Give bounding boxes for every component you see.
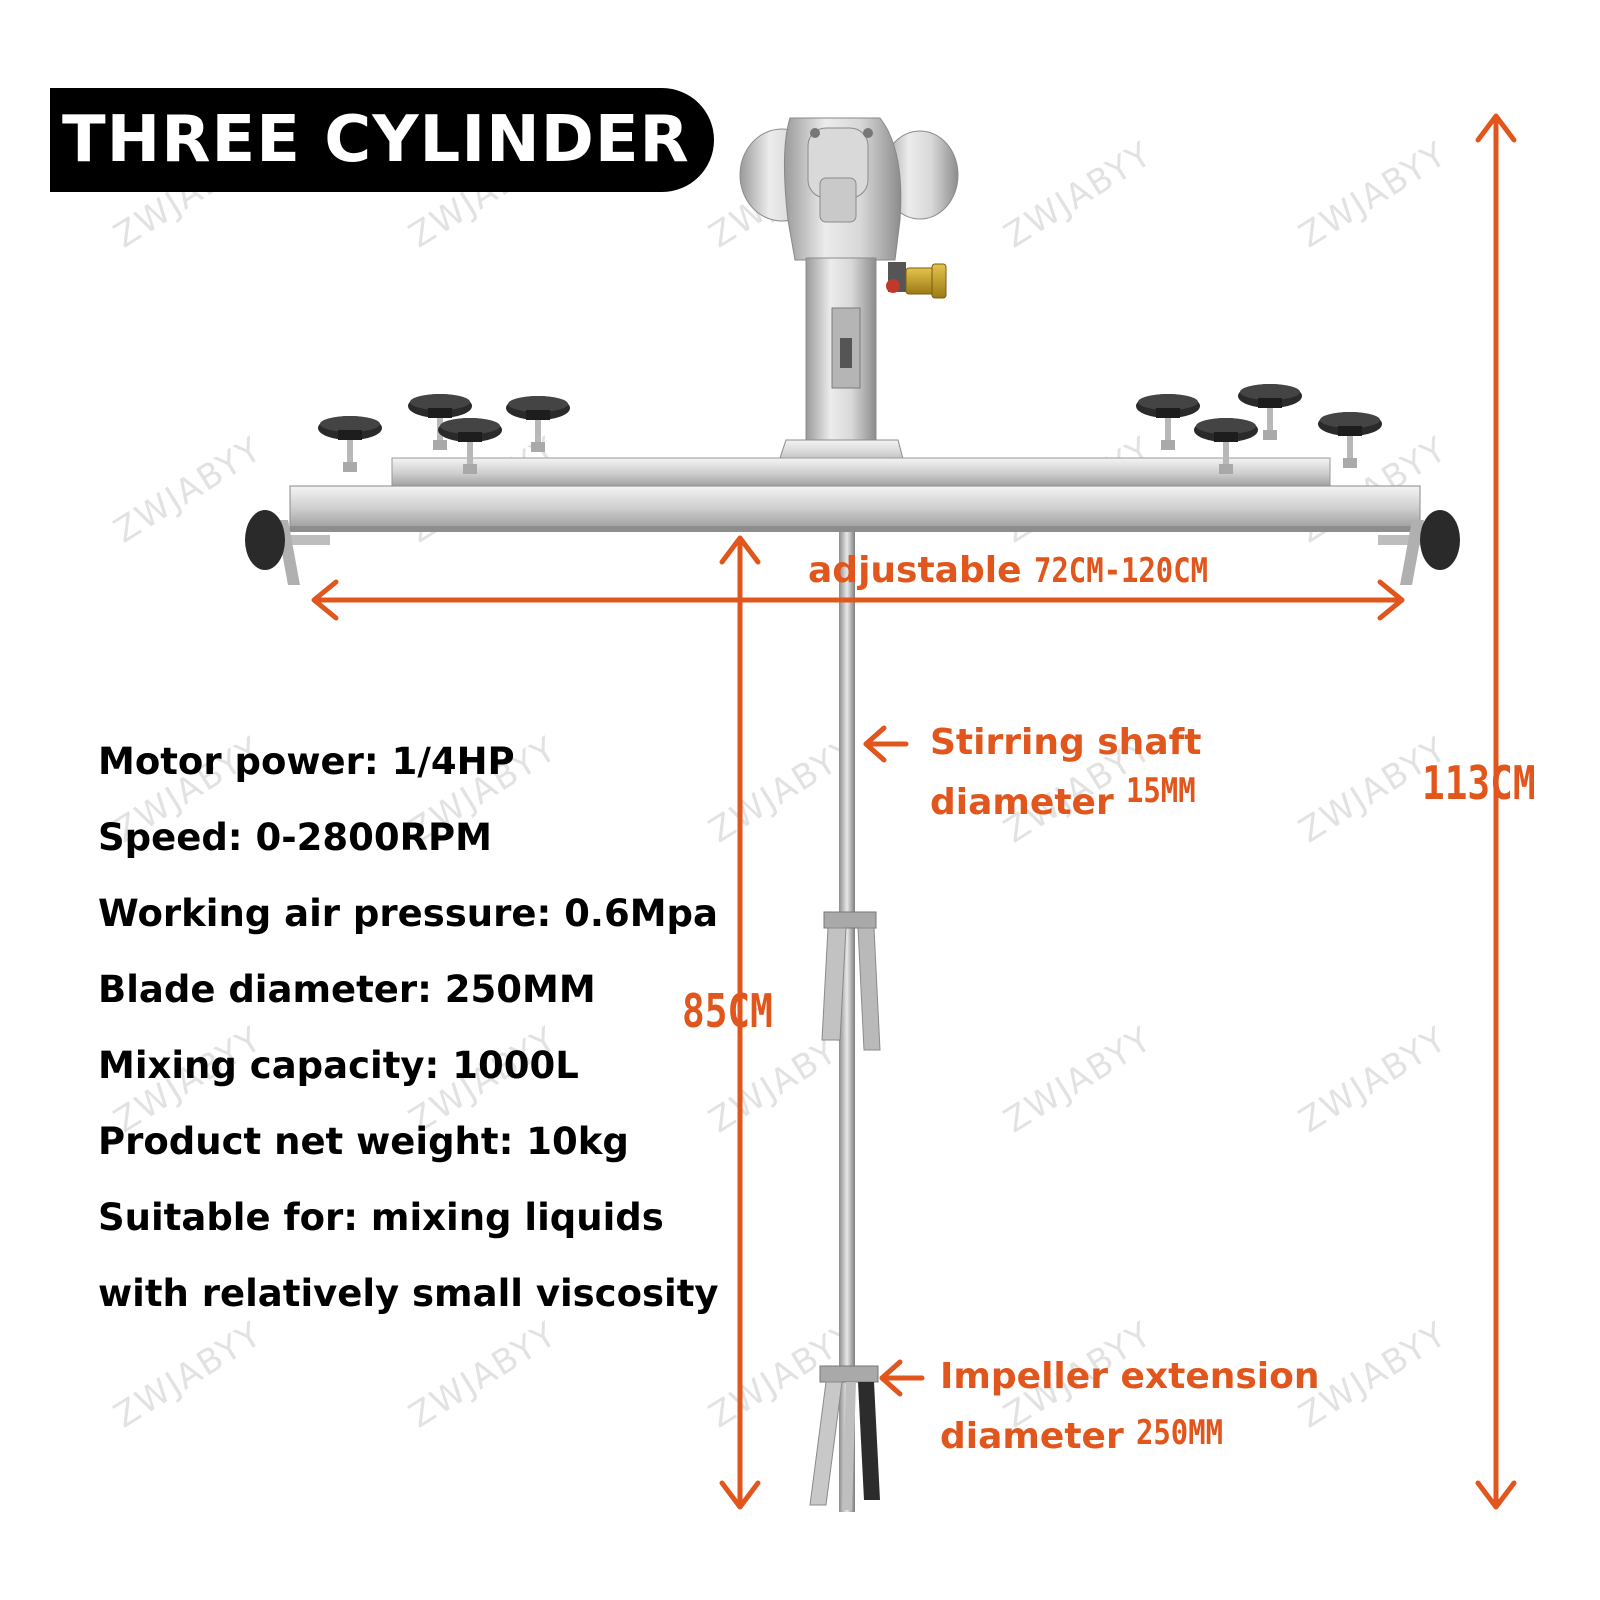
upper-blades	[821, 911, 881, 1051]
spec-blade-diameter: Blade diameter: 250MM	[98, 968, 596, 1011]
total-height-label: 113CM	[1422, 756, 1536, 810]
shaft-label-line2: diameter 15MM	[930, 771, 1208, 823]
dimension-arrows	[311, 113, 1517, 1510]
impeller-value: 250MM	[1136, 1413, 1224, 1453]
spec-speed: Speed: 0-2800RPM	[98, 816, 492, 859]
title-banner: THREE CYLINDER	[50, 88, 714, 192]
shaft-label-line1: Stirring shaft	[930, 722, 1202, 763]
spec-suitable-for-cont: with relatively small viscosity	[98, 1272, 719, 1315]
banner-title: THREE CYLINDER	[62, 103, 690, 177]
adjustable-word: adjustable	[808, 550, 1022, 591]
adjustable-value: 72CM-120CM	[1034, 551, 1209, 591]
adjustable-label: adjustable 72CM-120CM	[808, 550, 1239, 591]
impeller	[809, 1365, 880, 1510]
spec-air-pressure: Working air pressure: 0.6Mpa	[98, 892, 718, 935]
impeller-label-line2: diameter 250MM	[940, 1413, 1239, 1457]
stirring-shaft	[839, 532, 855, 1512]
shaft-label-word: diameter	[930, 782, 1114, 823]
spec-net-weight: Product net weight: 10kg	[98, 1120, 629, 1163]
impeller-label-word: diameter	[940, 1416, 1124, 1457]
spec-motor-power: Motor power: 1/4HP	[98, 740, 515, 783]
crossbar	[289, 457, 1421, 532]
spec-mixing-capacity: Mixing capacity: 1000L	[98, 1044, 579, 1087]
shaft-height-label: 85CM	[682, 984, 773, 1038]
side-knobs	[245, 510, 1460, 585]
motor-head	[739, 117, 959, 261]
motor-column	[775, 257, 907, 471]
shaft-value: 15MM	[1126, 771, 1196, 811]
spec-suitable-for: Suitable for: mixing liquids	[98, 1196, 664, 1239]
air-valve	[886, 262, 947, 299]
impeller-label-line1: Impeller extension	[940, 1356, 1320, 1397]
